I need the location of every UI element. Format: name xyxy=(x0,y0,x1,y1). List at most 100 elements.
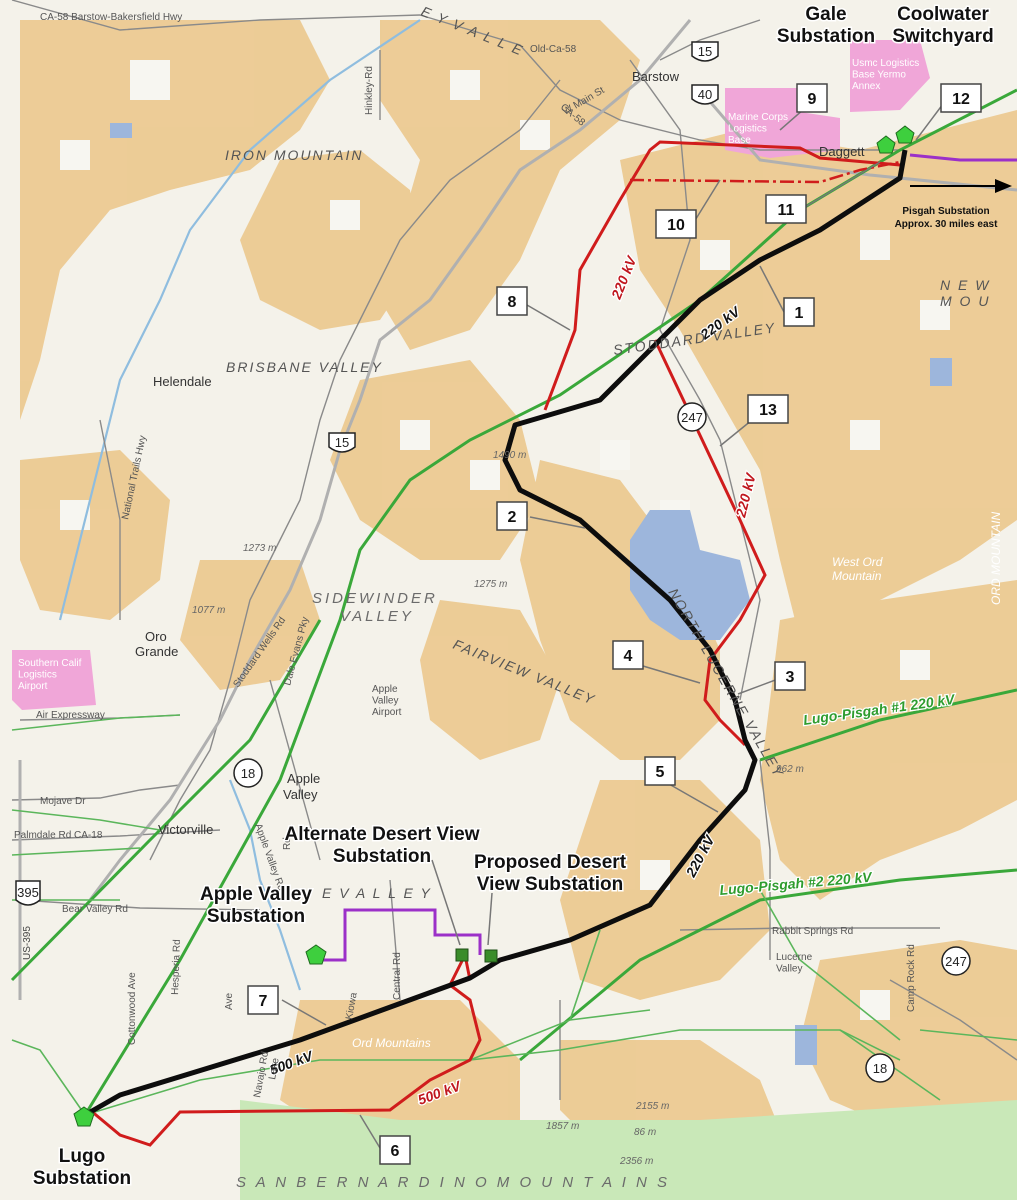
callout-6[interactable]: 6 xyxy=(379,1135,411,1165)
elevation-962: 962 m xyxy=(776,764,804,775)
brisbane-valley-label: BRISBANE VALLEY xyxy=(226,359,383,375)
elevation-86: 86 m xyxy=(634,1127,656,1138)
callout-12[interactable]: 12 xyxy=(940,83,982,113)
svg-text:9: 9 xyxy=(808,91,817,108)
elevation-1490: 1490 m xyxy=(493,450,526,461)
i40-shield: 40 xyxy=(691,84,719,105)
barstow-label: Barstow xyxy=(632,69,680,84)
cottonwood-road-label: Cottonwood Ave xyxy=(127,972,138,1045)
san-bernardino-mountains-label: S A N B E R N A R D I N O M O U N T A I … xyxy=(236,1174,670,1191)
alternate-desert-view-marker[interactable] xyxy=(455,948,469,962)
svg-text:1: 1 xyxy=(795,305,804,322)
hinkley-road-label: Hinkley-Rd xyxy=(364,66,375,115)
callout-4[interactable]: 4 xyxy=(612,640,644,670)
i15-mid-shield: 15 xyxy=(328,432,356,453)
oro-label: Oro xyxy=(145,629,167,644)
svg-text:4: 4 xyxy=(624,648,633,665)
svg-text:395: 395 xyxy=(17,885,39,900)
sr18-right-shield: 18 xyxy=(865,1053,895,1083)
grande-label: Grande xyxy=(135,644,178,659)
svg-text:10: 10 xyxy=(667,217,685,234)
i15-top-shield: 15 xyxy=(691,41,719,62)
gale-substation-marker[interactable] xyxy=(876,135,896,154)
svg-text:247: 247 xyxy=(945,954,967,969)
svg-text:40: 40 xyxy=(698,87,712,102)
national-forest-area xyxy=(240,1100,1017,1200)
callout-3[interactable]: 3 xyxy=(774,661,806,691)
sr247-right-shield: 247 xyxy=(941,946,971,976)
purple-lines xyxy=(320,153,1017,962)
hesperia-road-label: Hesperia Rd xyxy=(170,939,183,995)
callout-1[interactable]: 1 xyxy=(783,297,815,327)
ave-road-label: Ave xyxy=(224,993,235,1010)
svg-text:8: 8 xyxy=(508,294,517,311)
valley-city-label: Valley xyxy=(283,787,318,802)
callout-8[interactable]: 8 xyxy=(496,286,528,316)
pisgah-note-line1: Pisgah Substation xyxy=(902,206,989,217)
callout-2[interactable]: 2 xyxy=(496,501,528,531)
apple-valley-substation-marker[interactable] xyxy=(305,944,327,965)
red-dashed-route xyxy=(629,160,901,184)
pisgah-direction-arrow xyxy=(910,179,1012,193)
lugo-substation-marker[interactable] xyxy=(73,1106,95,1127)
svg-text:15: 15 xyxy=(698,44,712,59)
svg-text:7: 7 xyxy=(259,993,268,1010)
callout-10[interactable]: 10 xyxy=(655,209,697,239)
elevation-1275: 1275 m xyxy=(474,579,507,590)
svg-text:6: 6 xyxy=(391,1143,400,1160)
elevation-2356: 2356 m xyxy=(619,1156,653,1167)
sr18-left-shield: 18 xyxy=(233,758,263,788)
callout-11[interactable]: 11 xyxy=(765,194,807,224)
svg-text:13: 13 xyxy=(759,402,777,419)
svg-text:15: 15 xyxy=(335,435,349,450)
black-main-route xyxy=(83,149,908,1118)
coolwater-switchyard-marker[interactable] xyxy=(895,125,915,144)
kiowa-road-label: Kiowa xyxy=(344,991,360,1020)
victorville-label: Victorville xyxy=(158,822,213,837)
us395-shield: 395 xyxy=(15,880,41,906)
blue-land-layer xyxy=(110,123,952,1065)
elevation-1077: 1077 m xyxy=(192,605,225,616)
svg-text:11: 11 xyxy=(778,202,795,219)
apple-valley-lower-label: E V A L L E Y xyxy=(322,885,432,901)
callout-5[interactable]: 5 xyxy=(644,756,676,786)
palmdale-road-label: Palmdale Rd CA-18 xyxy=(14,830,103,841)
elevation-1857: 1857 m xyxy=(546,1121,579,1132)
river-layer xyxy=(58,19,421,991)
rabbit-springs-road-label: Rabbit Springs Rd xyxy=(772,926,853,937)
svg-text:247: 247 xyxy=(681,410,703,425)
callout-13[interactable]: 13 xyxy=(747,394,789,424)
sr247-top-shield: 247 xyxy=(677,402,707,432)
callout-7[interactable]: 7 xyxy=(247,985,279,1015)
ord-mountain-vertical-label: ORD MOUNTAIN xyxy=(989,512,1003,605)
helendale-label: Helendale xyxy=(153,374,212,389)
svg-text:18: 18 xyxy=(241,766,255,781)
svg-text:18: 18 xyxy=(873,1061,887,1076)
ord-mountains-label: Ord Mountains xyxy=(352,1036,431,1050)
central-road-label: Central Rd xyxy=(392,952,403,1000)
svg-text:3: 3 xyxy=(786,669,795,686)
us395-side-label: US-395 xyxy=(22,926,33,960)
rd-road-label: Rd xyxy=(282,837,293,850)
pisgah-note-line2: Approx. 30 miles east xyxy=(895,219,998,230)
proposed-desert-view-marker[interactable] xyxy=(484,949,498,963)
callout-9[interactable]: 9 xyxy=(796,83,828,113)
mojave-road-label: Mojave Dr xyxy=(40,796,86,807)
svg-text:5: 5 xyxy=(656,764,665,781)
elevation-2155: 2155 m xyxy=(635,1101,669,1112)
lake-road-label: Lake xyxy=(267,1057,282,1081)
